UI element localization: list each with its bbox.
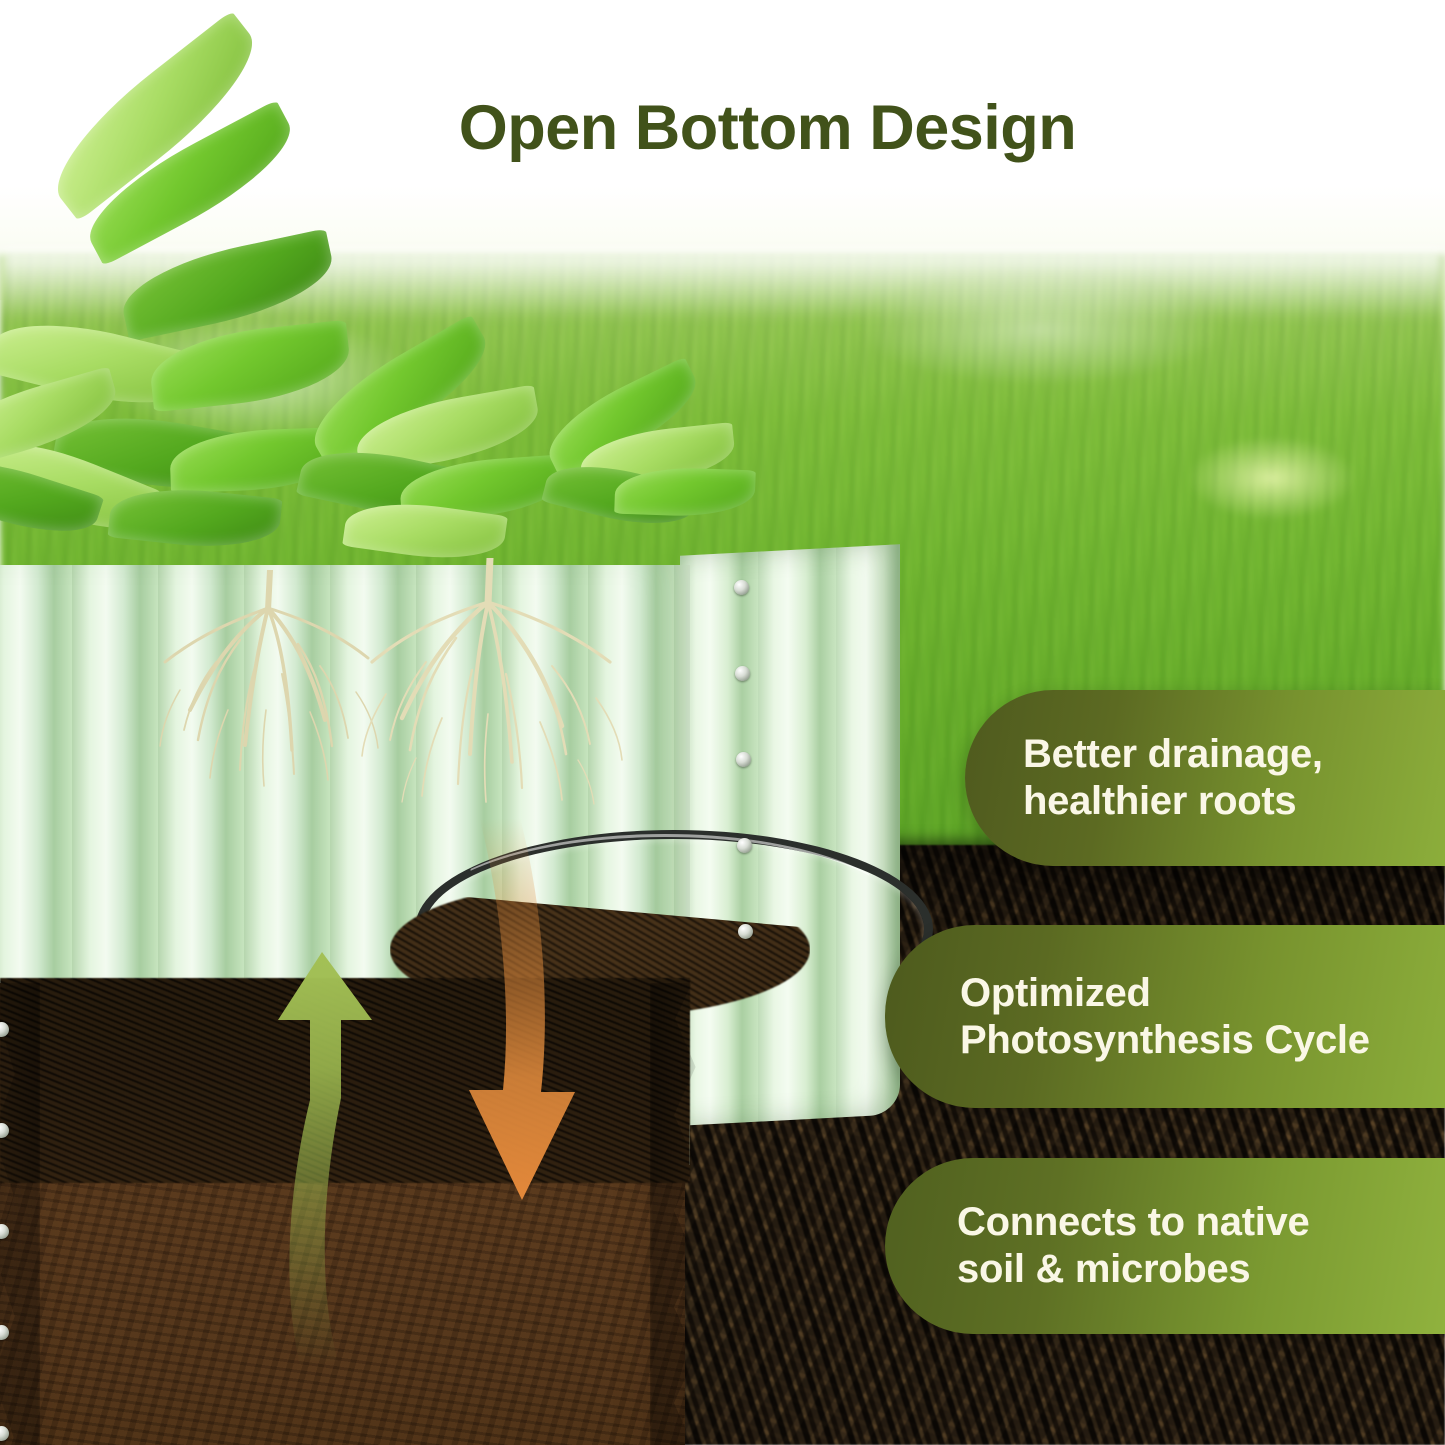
topsoil-layer xyxy=(0,978,690,1183)
feature-badge-label: Connects to native soil & microbes xyxy=(957,1200,1310,1291)
feature-badge-native-soil[interactable]: Connects to native soil & microbes xyxy=(885,1158,1445,1334)
rivet xyxy=(735,666,750,681)
feature-badge-label: Better drainage, healthier roots xyxy=(1023,732,1323,823)
rivet xyxy=(0,1022,9,1037)
feature-badge-drainage[interactable]: Better drainage, healthier roots xyxy=(965,690,1445,866)
rivet xyxy=(737,838,752,853)
rivet xyxy=(738,924,753,939)
rivet xyxy=(736,752,751,767)
rivet xyxy=(0,1426,9,1441)
root-system-left xyxy=(120,570,440,800)
feature-badge-label: Optimized Photosynthesis Cycle xyxy=(960,970,1370,1062)
rim-highlight xyxy=(470,834,870,890)
rivet xyxy=(0,1224,9,1239)
rivet xyxy=(0,1123,9,1138)
rivet xyxy=(734,580,749,595)
root-system-right xyxy=(330,558,670,808)
feature-badge-photosynthesis[interactable]: Optimized Photosynthesis Cycle xyxy=(885,925,1445,1108)
rivet xyxy=(0,1325,9,1340)
page-title: Open Bottom Design xyxy=(458,93,1077,163)
